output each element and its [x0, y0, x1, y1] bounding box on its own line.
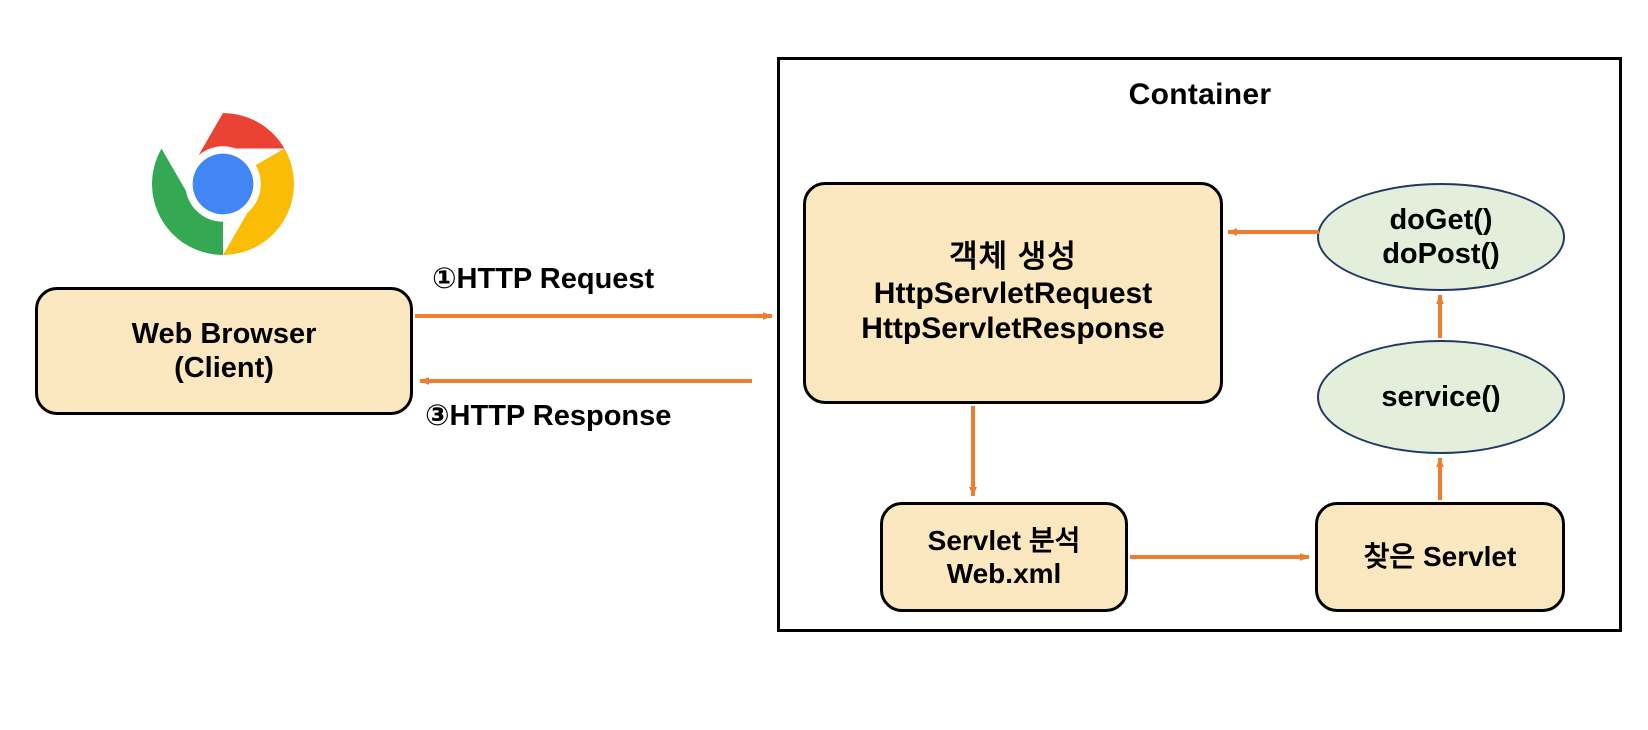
object-creation-line3: HttpServletResponse [861, 312, 1165, 346]
servlet-analysis-box[interactable]: Servlet 분석 Web.xml [880, 502, 1128, 612]
found-servlet-box[interactable]: 찾은 Servlet [1315, 502, 1565, 612]
container-frame [777, 57, 1622, 632]
object-creation-line2: HttpServletRequest [873, 276, 1153, 310]
web-browser-line1: Web Browser [131, 317, 317, 350]
object-creation-box[interactable]: 객체 생성 HttpServletRequest HttpServletResp… [803, 182, 1223, 404]
container-title: Container [1128, 78, 1272, 111]
service-ellipse[interactable]: service() [1317, 340, 1565, 454]
doget-label: doGet() [1389, 203, 1493, 236]
servlet-analysis-line1: Servlet 분석 [927, 524, 1081, 556]
doget-dopost-ellipse[interactable]: doGet() doPost() [1317, 183, 1565, 291]
chrome-logo [149, 110, 297, 258]
service-label: service() [1381, 380, 1501, 413]
dopost-label: doPost() [1382, 238, 1500, 270]
http-request-label: ①HTTP Request [432, 263, 655, 295]
found-servlet-line1: 찾은 Servlet [1363, 541, 1517, 573]
servlet-analysis-line2: Web.xml [946, 558, 1062, 589]
http-response-label: ③HTTP Response [425, 400, 672, 432]
web-browser-client-box[interactable]: Web Browser (Client) [35, 287, 413, 415]
object-creation-line1: 객체 생성 [949, 239, 1077, 275]
web-browser-line2: (Client) [174, 352, 274, 384]
